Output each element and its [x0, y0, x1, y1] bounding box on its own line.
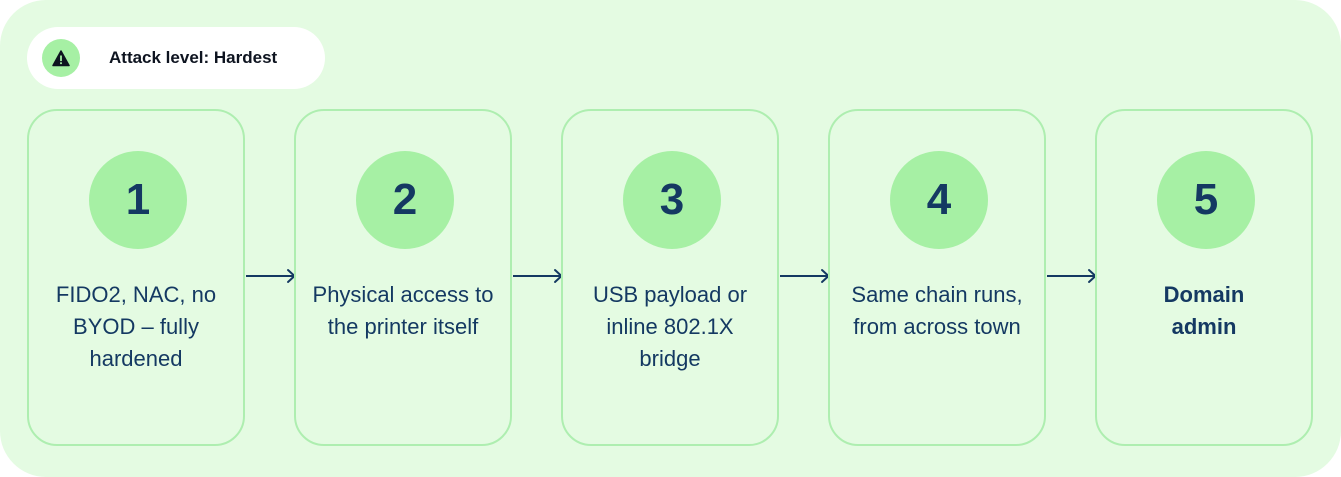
step-number-badge: 1 — [89, 151, 187, 249]
step-number-badge: 3 — [623, 151, 721, 249]
step-card-3: 3 USB payload or inline 802.1X bridge — [561, 109, 779, 446]
warning-triangle-icon — [42, 39, 80, 77]
step-number-badge: 5 — [1157, 151, 1255, 249]
arrow-right-icon — [513, 269, 563, 283]
step-card-2: 2 Physical access to the printer itself — [294, 109, 512, 446]
step-description-final: Domain admin — [1163, 282, 1245, 339]
step-description: FIDO2, NAC, no BYOD – fully hardened — [55, 282, 217, 371]
arrow-right-icon — [1047, 269, 1097, 283]
arrow-right-icon — [246, 269, 296, 283]
attack-level-badge: Attack level: Hardest — [27, 27, 325, 89]
step-description: USB payload or inline 802.1X bridge — [592, 282, 748, 371]
step-card-5: 5 Domain admin — [1095, 109, 1313, 446]
attack-level-label: Attack level: Hardest — [109, 48, 278, 67]
step-number-badge: 2 — [356, 151, 454, 249]
step-description: Physical access to the printer itself — [312, 282, 494, 339]
step-card-1: 1 FIDO2, NAC, no BYOD – fully hardened — [27, 109, 245, 446]
step-card-4: 4 Same chain runs, from across town — [828, 109, 1046, 446]
arrow-right-icon — [780, 269, 830, 283]
step-description: Same chain runs, from across town — [851, 282, 1023, 339]
step-number-badge: 4 — [890, 151, 988, 249]
